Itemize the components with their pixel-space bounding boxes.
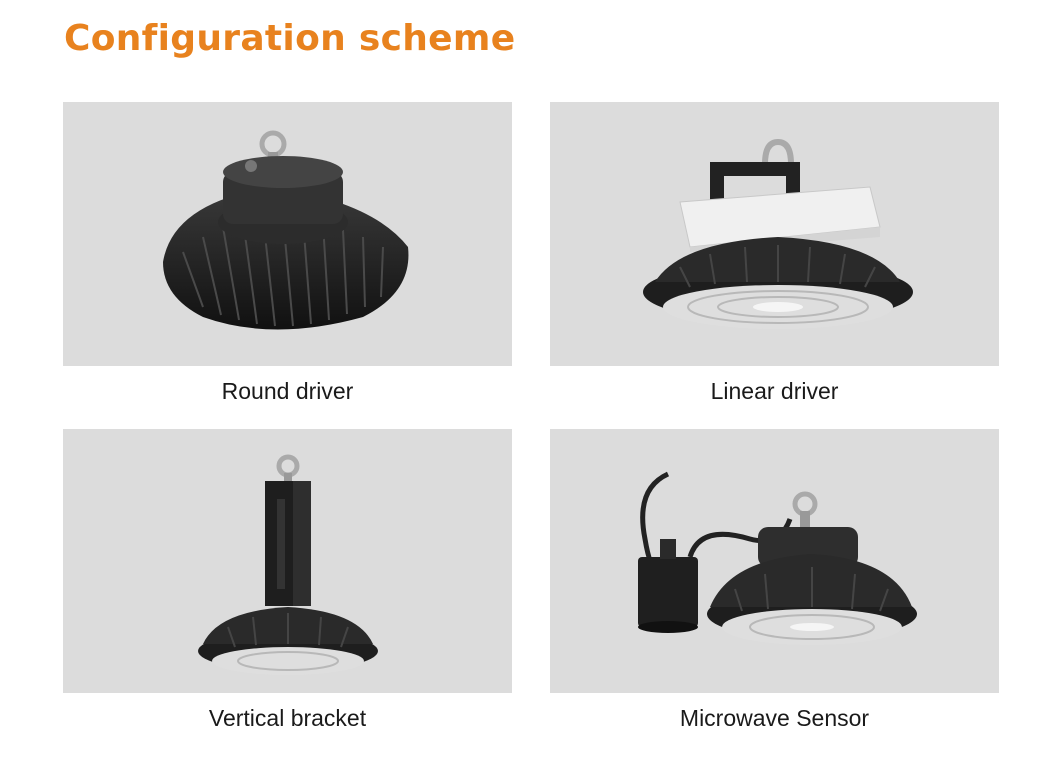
ufo-highbay-round-driver-icon	[163, 130, 409, 330]
config-image-linear-driver	[550, 102, 999, 366]
page-title: Configuration scheme	[64, 18, 516, 59]
config-image-round-driver	[63, 102, 512, 366]
config-image-vertical-bracket	[63, 429, 512, 693]
ufo-highbay-linear-driver-icon	[643, 138, 913, 329]
config-image-microwave-sensor	[550, 429, 999, 693]
ufo-highbay-microwave-sensor-icon	[638, 471, 917, 645]
caption-microwave-sensor: Microwave Sensor	[679, 705, 870, 731]
caption-round-driver: Round driver	[221, 378, 354, 404]
ufo-highbay-vertical-bracket-icon	[198, 454, 378, 675]
caption-vertical-bracket: Vertical bracket	[208, 705, 367, 731]
caption-linear-driver: Linear driver	[710, 378, 839, 404]
